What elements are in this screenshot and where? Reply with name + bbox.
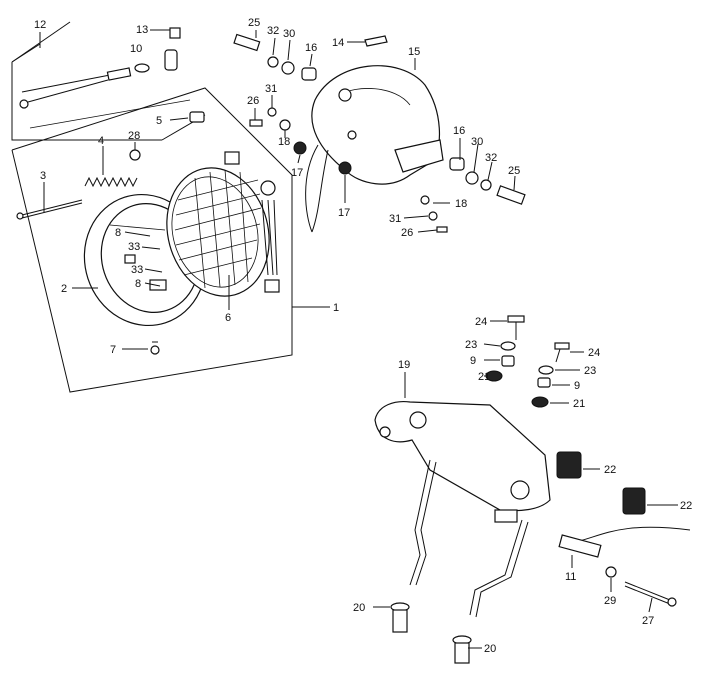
nut-icon [129, 149, 141, 161]
callout-18-lower: 18 [455, 198, 467, 210]
callout-22-right: 22 [680, 500, 692, 512]
callout-28: 28 [128, 130, 140, 142]
callout-20-lower: 20 [484, 643, 496, 655]
callout-19: 19 [398, 359, 410, 371]
bolt-20-lower-icon [452, 635, 472, 664]
long-bolt-icon [624, 581, 677, 607]
callout-17-right: 17 [338, 207, 350, 219]
clip-icon [189, 111, 205, 123]
callout-17-left: 17 [291, 167, 303, 179]
leader-lines [39, 29, 678, 649]
callout-26-upper: 26 [247, 95, 259, 107]
screw-icon [150, 341, 160, 355]
callout-13: 13 [136, 24, 148, 36]
headlight-case-icon [311, 65, 444, 185]
callout-25-upper: 25 [248, 17, 260, 29]
callout-18-upper: 18 [278, 136, 290, 148]
callout-1: 1 [333, 302, 339, 314]
tool-kit-group [11, 21, 206, 141]
callout-31-lower: 31 [389, 213, 401, 225]
wire-harness-icon [305, 144, 329, 233]
bulb-socket-icon [164, 27, 181, 71]
callout-6: 6 [225, 312, 231, 324]
callout-20-upper: 20 [353, 602, 365, 614]
mount-hardware-left [233, 33, 317, 81]
callout-23-left: 23 [465, 339, 477, 351]
grommet-right-icon [338, 161, 352, 175]
bracket-hardware-left [485, 315, 525, 382]
callout-27: 27 [642, 615, 654, 627]
callout-32-lower: 32 [485, 152, 497, 164]
callout-11: 11 [565, 571, 576, 583]
wrench-icon [19, 79, 109, 109]
callout-3: 3 [40, 170, 46, 182]
long-screw-icon [16, 199, 83, 220]
callout-32-upper: 32 [267, 25, 279, 37]
callout-33-upper: 33 [128, 241, 140, 253]
callout-26-lower: 26 [401, 227, 413, 239]
callout-2: 2 [61, 283, 67, 295]
callout-5: 5 [156, 115, 162, 127]
callout-16-lower: 16 [453, 125, 465, 137]
callout-30-lower: 30 [471, 136, 483, 148]
bracket-hardware-right [531, 342, 570, 408]
callout-9-left: 9 [470, 355, 476, 367]
callout-24-right: 24 [588, 347, 600, 359]
callout-33-lower: 33 [131, 264, 143, 276]
callout-31-upper: 31 [265, 83, 277, 95]
mount-hardware-right [420, 157, 526, 233]
screwdriver-icon [21, 67, 132, 93]
callout-8-upper: 8 [115, 227, 121, 239]
callout-12: 12 [34, 19, 46, 31]
callout-14: 14 [332, 37, 344, 49]
callout-8-lower: 8 [135, 278, 141, 290]
callout-21-left: 21 [478, 371, 490, 383]
callout-10: 10 [130, 43, 142, 55]
rubber-mount-right-icon [622, 487, 646, 515]
callout-7: 7 [110, 344, 116, 356]
grommet-left-icon [293, 141, 307, 155]
callout-25-lower: 25 [508, 165, 520, 177]
callout-labels: 12 13 10 25 32 30 16 14 15 26 31 18 17 1… [34, 17, 692, 655]
callout-4: 4 [98, 135, 104, 147]
callout-22-left: 22 [604, 464, 616, 476]
callout-29: 29 [604, 595, 616, 607]
spring-icon [84, 176, 138, 188]
callout-30-upper: 30 [283, 28, 295, 40]
headlight-bracket-icon [374, 400, 551, 618]
nut-29-icon [605, 566, 617, 578]
small-hardware-left [249, 107, 291, 131]
bolt-20-upper-icon [390, 602, 410, 633]
bulb-icon [134, 63, 150, 73]
callout-9-right: 9 [574, 380, 580, 392]
callout-23-right: 23 [584, 365, 596, 377]
assembly-outline [11, 87, 293, 393]
wire-clip-icon [364, 35, 388, 47]
callout-21-right: 21 [573, 398, 585, 410]
rubber-mount-left-icon [556, 451, 582, 479]
callout-15: 15 [408, 46, 420, 58]
callout-16-upper: 16 [305, 42, 317, 54]
callout-24-left: 24 [475, 316, 487, 328]
